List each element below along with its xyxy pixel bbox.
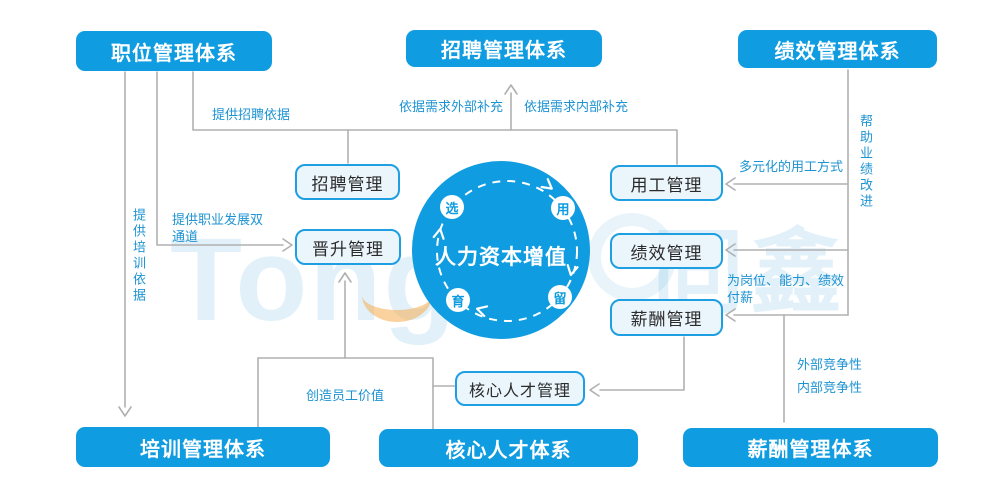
- arrowhead-left-core-talent: [589, 383, 600, 397]
- label-create-employee-value: 创造员工价值: [306, 388, 385, 403]
- node-use: 用: [551, 196, 575, 220]
- box-position-system: 职位管理体系: [76, 31, 272, 71]
- box-compensation-system: 薪酬管理体系: [683, 428, 938, 467]
- label-external-supplement: 依据需求外部补充: [399, 99, 504, 114]
- label-help-performance-improve: 帮助业绩改进: [858, 114, 873, 210]
- box-recruitment-system: 招聘管理体系: [406, 30, 602, 67]
- human-capital-circle: 人力资本增值 选 用 育 留: [412, 161, 590, 339]
- arrowhead-up-recruitment: [504, 84, 518, 95]
- box-performance-module: 绩效管理: [610, 233, 723, 269]
- box-training-system: 培训管理体系: [76, 427, 330, 467]
- arrowhead-left-performance: [725, 243, 736, 257]
- arrowhead-up-promotion: [338, 272, 352, 283]
- box-recruitment-module: 招聘管理: [295, 164, 400, 200]
- edge-compensation-to-core-talent: [599, 336, 685, 391]
- node-retain: 留: [548, 285, 572, 309]
- label-career-dual-channel: 提供职业发展双通道: [172, 212, 264, 244]
- box-core-talent-system: 核心人才体系: [379, 429, 638, 467]
- box-performance-system: 绩效管理体系: [738, 30, 937, 68]
- circle-title: 人力资本增值: [435, 246, 567, 269]
- node-select: 选: [440, 195, 464, 219]
- edge-position-to-employment: [192, 71, 678, 165]
- edge-bottom-trunk: [257, 357, 434, 430]
- box-employment-module: 用工管理: [610, 165, 723, 201]
- box-compensation-module: 薪酬管理: [610, 299, 723, 336]
- node-develop: 育: [446, 288, 470, 312]
- arrowhead-right-promotion: [282, 238, 293, 252]
- arrowhead-left-employment: [725, 177, 736, 191]
- label-pay-for-position-ability-performance: 为岗位、能力、绩效付薪: [727, 273, 845, 305]
- arrowhead-left-compensation: [725, 308, 736, 322]
- label-provide-training-basis: 提供培训依据: [131, 208, 146, 304]
- label-internal-competitiveness: 内部竞争性: [797, 380, 863, 395]
- label-diverse-employment: 多元化的用工方式: [739, 159, 844, 174]
- box-core-talent-module: 核心人才管理: [455, 371, 585, 406]
- arrowhead-down-training: [118, 406, 132, 417]
- box-promotion-module: 晋升管理: [295, 229, 401, 265]
- label-external-competitiveness: 外部竞争性: [797, 357, 863, 372]
- label-internal-supplement: 依据需求内部补充: [524, 99, 629, 114]
- select-use-develop-retain-cycle-icon: [432, 178, 579, 322]
- label-provide-recruit-basis: 提供招聘依据: [212, 107, 291, 122]
- edge-position-to-promotion: [156, 71, 284, 246]
